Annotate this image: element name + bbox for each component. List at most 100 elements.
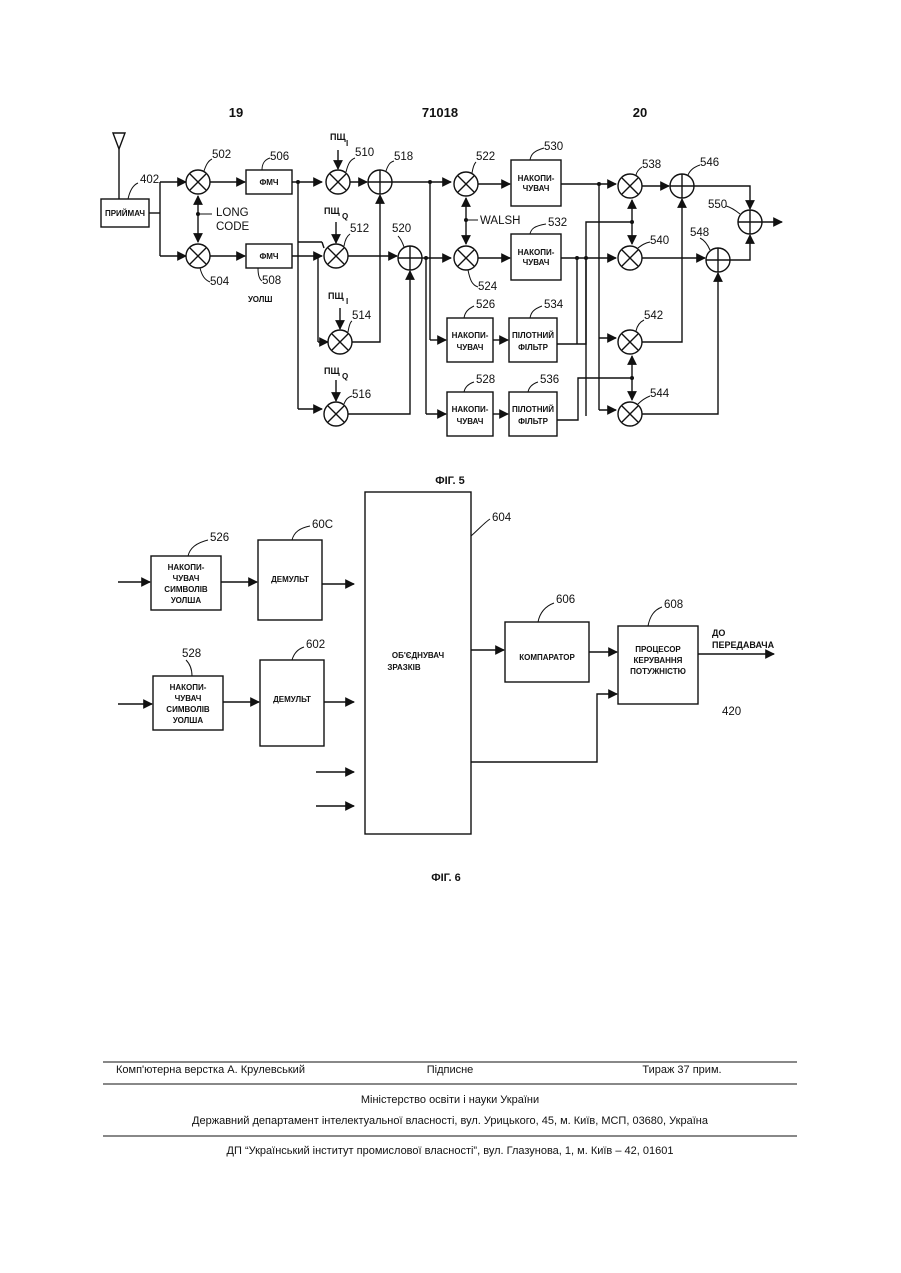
ref-402: 402 [140,174,159,186]
summer-550 [738,210,762,234]
mixer-540 [618,246,642,270]
to-transmitter-line1: ДО [712,628,725,638]
pn-q-sub-512: Q [342,212,348,221]
figure-6: НАКОПИ- ЧУВАЧ СИМВОЛІВ УОЛША 526 ДЕМУЛЬТ… [118,492,775,884]
footer-signed: Підписне [427,1064,474,1076]
figure-6-caption: ФІГ. 6 [431,872,461,884]
accumulator-526-line2: ЧУВАЧ [457,343,484,352]
accumulator-530 [511,160,561,206]
ref-532: 532 [548,217,567,229]
fmch-label-508: ФМЧ [259,252,278,261]
walsh-accumulator-528-line3: СИМВОЛІВ [166,705,210,714]
accumulator-532-line1: НАКОПИ- [518,248,555,257]
pn-q-sub-516: Q [342,372,348,381]
sample-combiner-line2: ЗРАЗКІВ [387,663,421,672]
footer-layout: Комп'ютерна верстка А. Крулевський [116,1064,305,1076]
long-code-label-1: LONG [216,207,249,219]
figure-5: ПРИЙМАЧ 402 502 504 LONG CODE ФМЧ [101,132,782,487]
ref-518: 518 [394,151,413,163]
patent-number: 71018 [422,105,458,120]
fig6-ref-604: 604 [492,512,512,524]
summer-520 [398,246,422,270]
ref-546: 546 [700,157,719,169]
mixer-504 [186,244,210,268]
walsh-accumulator-526-line3: СИМВОЛІВ [164,585,208,594]
mixer-544 [618,402,642,426]
pilot-filter-534-line1: ПІЛОТНИЙ [512,331,554,340]
fig6-ref-526: 526 [210,532,229,544]
ref-520: 520 [392,223,411,235]
pilot-filter-534-line2: ФІЛЬТР [518,343,548,352]
pilot-filter-534 [509,318,557,362]
comparator-label: КОМПАРАТОР [519,653,575,662]
receiver-label: ПРИЙМАЧ [105,209,145,218]
mixer-502 [186,170,210,194]
fig6-ref-420: 420 [722,706,741,718]
ref-508: 508 [262,275,281,287]
pilot-filter-536 [509,392,557,436]
to-transmitter-line2: ПЕРЕДАВАЧА [712,640,775,650]
antenna-icon [113,133,125,199]
pilot-filter-536-line1: ПІЛОТНИЙ [512,405,554,414]
fig6-ref-528: 528 [182,648,201,660]
demux-602-label: ДЕМУЛЬТ [273,695,311,704]
pn-i-label-514: ПЩ [328,291,344,301]
fig6-ref-602: 602 [306,639,325,651]
sample-combiner-line1: ОБ'ЄДНУВАЧ [392,651,445,660]
mixer-538 [618,174,642,198]
page-number-right: 20 [633,105,647,120]
mixer-522 [454,172,478,196]
ref-536: 536 [540,374,559,386]
walsh-label: WALSH [480,215,520,227]
ref-526: 526 [476,299,495,311]
ref-528: 528 [476,374,495,386]
walsh-accumulator-528-line2: ЧУВАЧ [175,694,202,703]
walsh-accumulator-528-line4: УОЛША [173,716,203,725]
pilot-filter-536-line2: ФІЛЬТР [518,417,548,426]
ref-550: 550 [708,199,727,211]
footer-circulation: Тираж 37 прим. [642,1064,721,1076]
ref-522: 522 [476,151,495,163]
pn-q-label-516: ПЩ [324,366,340,376]
figure-5-caption: ФІГ. 5 [435,475,465,487]
footer: Комп'ютерна верстка А. Крулевський Підпи… [103,1062,797,1157]
pn-i-sub-510: I [346,139,348,148]
fig6-ref-600: 60C [312,519,333,531]
ref-534: 534 [544,299,564,311]
ref-510: 510 [355,147,374,159]
accumulator-526-line1: НАКОПИ- [452,331,489,340]
comparator-606 [505,622,589,682]
walsh-accumulator-526-line1: НАКОПИ- [168,563,205,572]
accumulator-530-line2: ЧУВАЧ [523,184,550,193]
long-code-label-2: CODE [216,221,250,233]
fmch-label-506: ФМЧ [259,178,278,187]
accumulator-528-line1: НАКОПИ- [452,405,489,414]
footer-institute: ДП “Український інститут промислової вла… [227,1145,674,1157]
walsh-accumulator-526-line4: УОЛША [171,596,201,605]
summer-546 [670,174,694,198]
fig6-ref-606: 606 [556,594,575,606]
accumulator-530-line1: НАКОПИ- [518,174,555,183]
mixer-542 [618,330,642,354]
uolsh-label: УОЛШ [248,295,272,304]
mixer-524 [454,246,478,270]
ref-538: 538 [642,159,661,171]
walsh-accumulator-526-line2: ЧУВАЧ [173,574,200,583]
accumulator-526 [447,318,493,362]
ref-516: 516 [352,389,371,401]
mixer-510 [326,170,350,194]
ref-502: 502 [212,149,231,161]
ref-548: 548 [690,227,709,239]
mixer-514 [328,330,352,354]
ref-540: 540 [650,235,669,247]
ref-544: 544 [650,388,670,400]
processor-line3: ПОТУЖНІСТЮ [630,667,686,676]
ref-524: 524 [478,281,498,293]
fig6-ref-608: 608 [664,599,683,611]
processor-line1: ПРОЦЕСОР [635,645,681,654]
summer-518 [368,170,392,194]
pn-q-label-512: ПЩ [324,206,340,216]
ref-504: 504 [210,276,230,288]
accumulator-532 [511,234,561,280]
